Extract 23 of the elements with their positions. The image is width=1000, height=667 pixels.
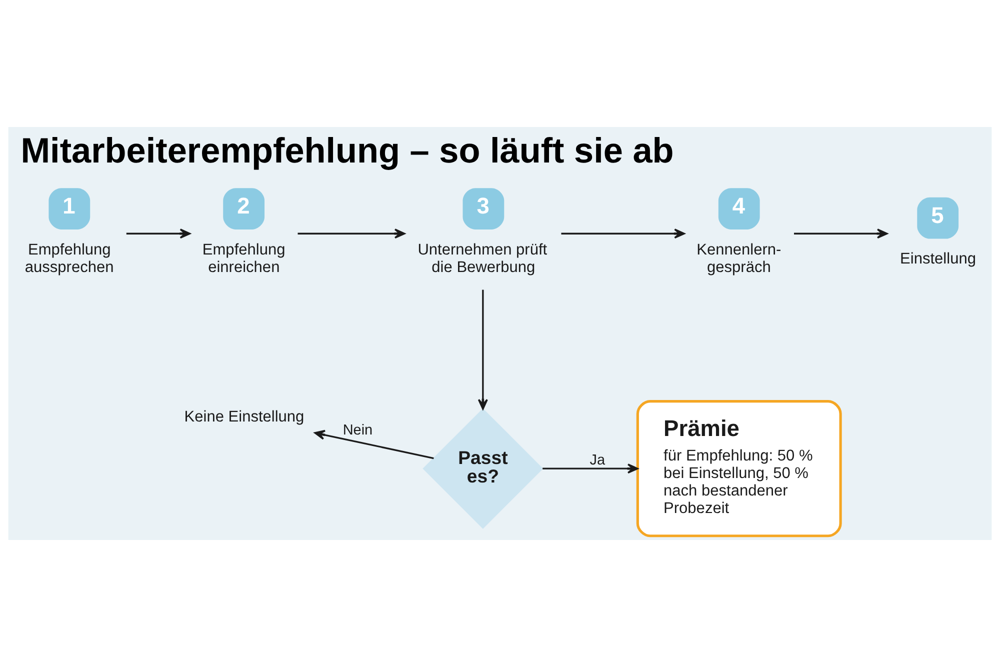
node-label: Einstellung bbox=[900, 250, 976, 268]
arrow bbox=[794, 228, 888, 239]
arrow bbox=[314, 430, 434, 460]
node-box: 5 bbox=[917, 197, 959, 239]
diagram-title: Mitarbeiterempfehlung – so läuft sie ab bbox=[20, 131, 674, 170]
edge-label: Ja bbox=[590, 452, 606, 469]
edge-label: Nein bbox=[342, 422, 373, 439]
node-box: Prämie für Empfehlung: 50 % bei Einstellung, 50 % nach bestandener Probezeit bbox=[636, 400, 842, 538]
node-box: 4 bbox=[718, 188, 760, 230]
node-text: Keine Einstellung bbox=[184, 408, 304, 426]
arrow bbox=[542, 464, 638, 474]
node-box: 2 bbox=[223, 188, 265, 230]
node-box: 1 bbox=[48, 188, 90, 230]
node-diamond: Passt es? bbox=[422, 408, 544, 529]
node-label: Empfehlung einreichen bbox=[202, 241, 286, 276]
arrow bbox=[126, 228, 191, 239]
node-label: Empfehlung aussprechen bbox=[24, 241, 114, 276]
arrow bbox=[298, 228, 406, 239]
node-label: Unternehmen prüft die Bewerbung bbox=[418, 241, 548, 276]
node-box: 3 bbox=[462, 188, 504, 230]
arrow bbox=[561, 228, 685, 239]
arrow bbox=[478, 290, 488, 410]
node-label: Kennenlern- gespräch bbox=[696, 241, 782, 276]
